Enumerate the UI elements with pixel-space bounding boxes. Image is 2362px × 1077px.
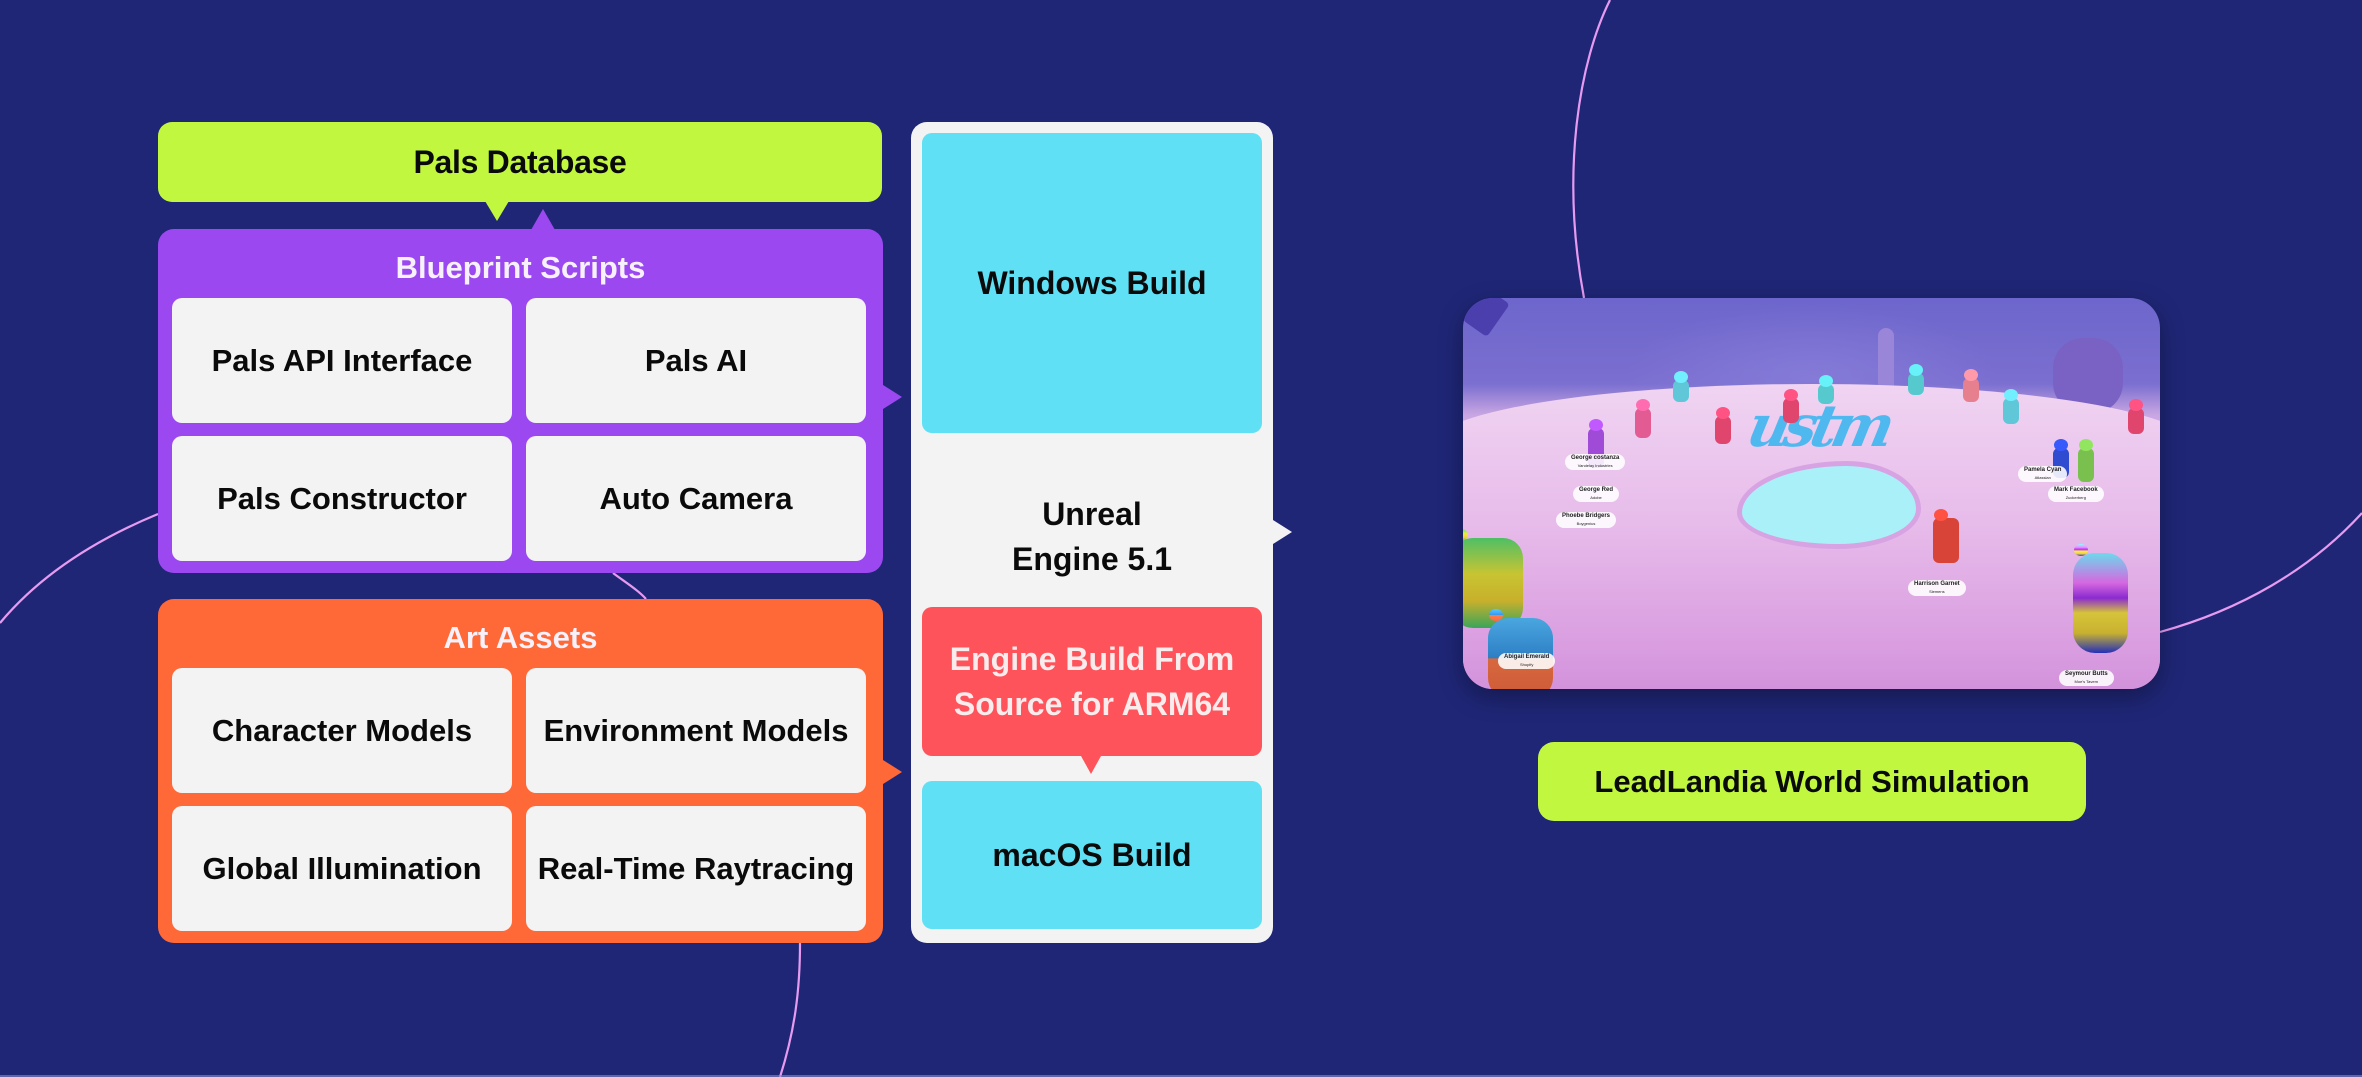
arc-right	[2159, 512, 2362, 634]
scene-logo: ustm	[1741, 391, 1895, 460]
bottom-edge-line	[0, 1075, 2362, 1077]
arm64-build-line1: Engine Build From	[949, 640, 1235, 677]
scene-character	[1635, 408, 1651, 438]
scene-character	[1933, 518, 1959, 563]
art-assets-panel: Art Assets Character Models Environment …	[158, 599, 902, 943]
arc-top-right	[1572, 0, 1611, 299]
node-pals-ai: Pals AI	[526, 298, 866, 423]
simulation-caption: LeadLandia World Simulation	[1538, 742, 2086, 821]
scene-character	[1908, 373, 1924, 395]
arrow-blueprint-to-engine	[883, 385, 902, 409]
unreal-engine-line2: Engine 5.1	[1011, 541, 1173, 577]
blueprint-scripts-title: Blueprint Scripts	[395, 250, 646, 285]
art-assets-title: Art Assets	[443, 620, 598, 655]
arrow-database-to-blueprint	[485, 201, 509, 221]
node-arm64-engine-build: Engine Build From Source for ARM64	[922, 607, 1262, 756]
node-unreal-engine: Unreal Engine 5.1	[922, 462, 1262, 612]
node-macos-build: macOS Build	[922, 781, 1262, 929]
node-character-models: Character Models	[172, 668, 512, 793]
arrow-blueprint-to-database	[531, 209, 555, 230]
scene-character	[1818, 384, 1834, 404]
scene-character	[2078, 448, 2094, 482]
simulation-caption-label: LeadLandia World Simulation	[1594, 763, 2030, 799]
arc-middle-left	[612, 572, 647, 600]
arrow-arm64-to-macos	[1081, 756, 1101, 774]
node-environment-models: Environment Models	[526, 668, 866, 793]
node-auto-camera: Auto Camera	[526, 436, 866, 561]
scene-character	[2073, 553, 2128, 653]
arrow-engine-to-simulation	[1273, 520, 1292, 544]
node-real-time-raytracing: Real-Time Raytracing	[526, 806, 866, 931]
blueprint-scripts-panel: Blueprint Scripts Pals API Interface Pal…	[158, 229, 902, 573]
arm64-build-line2: Source for ARM64	[953, 685, 1231, 722]
pals-database-label: Pals Database	[413, 143, 627, 180]
pals-database-node: Pals Database	[158, 122, 882, 202]
unreal-engine-line1: Unreal	[1042, 496, 1142, 532]
node-pals-constructor: Pals Constructor	[172, 436, 512, 561]
scene-character	[1673, 380, 1689, 402]
arc-bottom	[778, 942, 802, 1077]
unreal-engine-column: Windows Build Unreal Engine 5.1 Engine B…	[911, 122, 1273, 943]
node-windows-build: Windows Build	[922, 133, 1262, 433]
arrow-art-to-engine	[883, 760, 902, 784]
scene-character	[2128, 408, 2144, 434]
scene-character	[1715, 416, 1731, 444]
node-global-illumination: Global Illumination	[172, 806, 512, 931]
scene-character	[1963, 378, 1979, 402]
scene-pond	[1741, 466, 1917, 545]
scene-character	[1783, 398, 1799, 423]
scene-sculpture	[1878, 328, 1894, 398]
arc-left	[0, 512, 159, 624]
scene-character	[2003, 398, 2019, 424]
node-pals-api-interface: Pals API Interface	[172, 298, 512, 423]
